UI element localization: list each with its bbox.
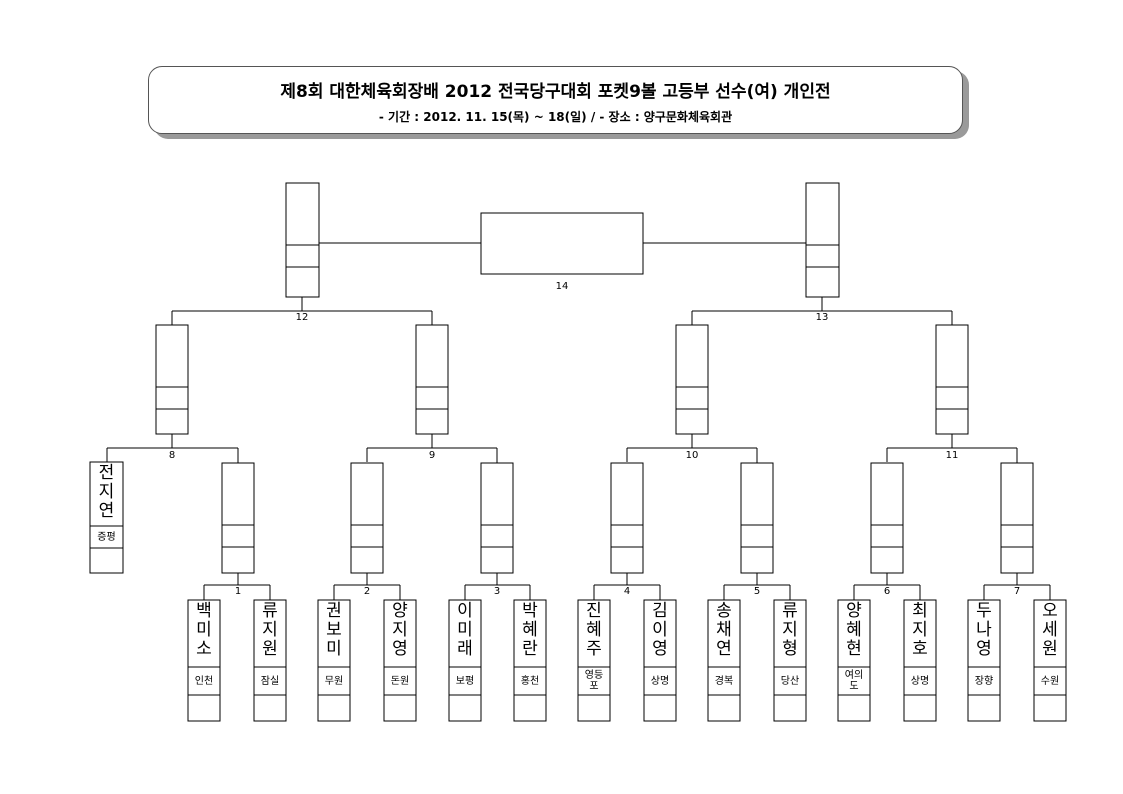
- winner-slot: [610, 462, 644, 574]
- player-slot: [187, 599, 221, 722]
- winner-slot: [480, 462, 514, 574]
- match-number: 11: [945, 450, 959, 461]
- player-slot: [577, 599, 611, 722]
- player-slot: [1033, 599, 1067, 722]
- match-number: 2: [363, 586, 371, 597]
- winner-slot: [935, 324, 969, 435]
- match-number: 8: [168, 450, 176, 461]
- player-region: 장향: [974, 675, 994, 687]
- match-number: 13: [815, 312, 829, 323]
- winner-slot: [350, 462, 384, 574]
- player-region: 당산: [780, 675, 800, 687]
- player-region: 경복: [714, 675, 734, 687]
- match-number: 12: [295, 312, 309, 323]
- winner-slot: [415, 324, 449, 435]
- final-box: [480, 212, 644, 275]
- semifinal-slot: [805, 182, 840, 298]
- player-slot: [448, 599, 482, 722]
- winner-slot: [221, 462, 255, 574]
- player-slot: [773, 599, 807, 722]
- match-number: 6: [883, 586, 891, 597]
- page-title: 제8회 대한체육회장배 2012 전국당구대회 포켓9볼 고등부 선수(여) 개…: [280, 82, 831, 102]
- match-number: 5: [753, 586, 761, 597]
- semifinal-slot: [285, 182, 320, 298]
- match-number: 1: [234, 586, 242, 597]
- player-slot: [967, 599, 1001, 722]
- player-slot: [837, 599, 871, 722]
- header-box: 제8회 대한체육회장배 2012 전국당구대회 포켓9볼 고등부 선수(여) 개…: [148, 66, 963, 134]
- match-number: 7: [1013, 586, 1021, 597]
- player-slot: [253, 599, 287, 722]
- player-slot: [317, 599, 351, 722]
- player-region: 상명: [650, 675, 670, 687]
- winner-slot: [1000, 462, 1034, 574]
- player-region: 수원: [1040, 675, 1060, 687]
- player-slot: [643, 599, 677, 722]
- match-number: 4: [623, 586, 631, 597]
- player-region: 증평: [97, 531, 116, 543]
- winner-slot: [675, 324, 709, 435]
- match-number: 14: [555, 281, 569, 292]
- player-region: 돈원: [390, 675, 410, 687]
- player-region: 보평: [455, 675, 475, 687]
- player-slot: [513, 599, 547, 722]
- match-number: 10: [685, 450, 699, 461]
- winner-slot: [155, 324, 189, 435]
- player-slot: [707, 599, 741, 722]
- player-region: 인천: [194, 675, 214, 687]
- winner-slot: [870, 462, 904, 574]
- player-region: 무원: [324, 675, 344, 687]
- player-region: 상명: [910, 675, 930, 687]
- bye-player-slot: [89, 461, 124, 574]
- page-subtitle: - 기간 : 2012. 11. 15(목) ~ 18(일) / - 장소 : …: [378, 110, 733, 124]
- match-number: 3: [493, 586, 501, 597]
- player-region: 잠실: [260, 675, 280, 687]
- match-number: 9: [428, 450, 436, 461]
- player-region: 홍천: [520, 675, 540, 687]
- winner-slot: [740, 462, 774, 574]
